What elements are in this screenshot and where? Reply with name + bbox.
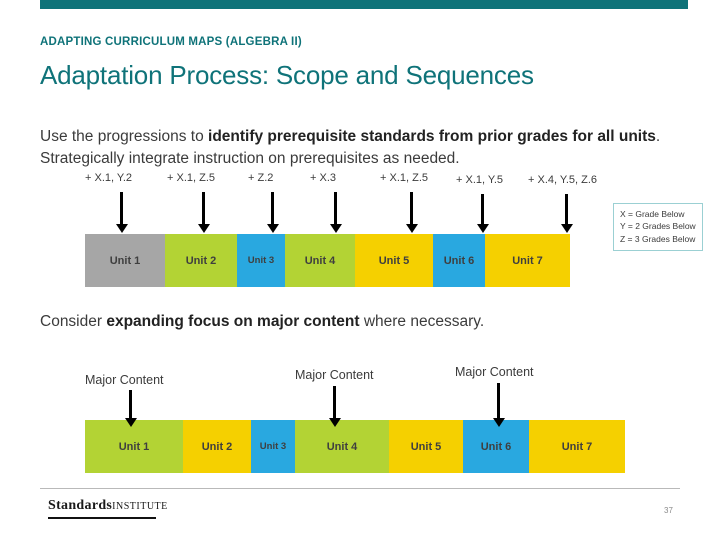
- unit-block: Unit 5: [355, 234, 433, 287]
- down-arrow-icon: [328, 386, 341, 427]
- unit-block: Unit 2: [183, 420, 251, 473]
- unit-block: Unit 3: [251, 420, 295, 473]
- unit-block: Unit 4: [295, 420, 389, 473]
- para2-text-b: where necessary.: [359, 313, 485, 330]
- down-arrow-icon: [124, 390, 137, 427]
- unit-block: Unit 5: [389, 420, 463, 473]
- down-arrow-icon: [115, 192, 128, 233]
- down-arrow-icon: [492, 383, 505, 427]
- legend-item-x: X = Grade Below: [620, 209, 685, 219]
- unit-annotation: + X.1, Y.5: [456, 174, 503, 186]
- unit-block: Unit 7: [529, 420, 625, 473]
- unit-annotation: + X.1, Y.2: [85, 172, 132, 184]
- unit-block: Unit 7: [485, 234, 570, 287]
- unit-annotation: Major Content: [455, 365, 534, 379]
- logo-underline: [48, 517, 156, 519]
- para1-text-a: Use the progressions to: [40, 128, 209, 145]
- para1-text-b: . Strategically integrate instruction on…: [40, 128, 661, 168]
- unit-block: Unit 6: [433, 234, 485, 287]
- footer-divider: [40, 488, 680, 489]
- unit-block: Unit 1: [85, 234, 165, 287]
- unit-block: Unit 2: [165, 234, 237, 287]
- para2-text-a: Consider: [40, 313, 107, 330]
- unit-annotation: Major Content: [85, 373, 164, 387]
- logo-word-institute: INSTITUTE: [112, 501, 168, 512]
- top-accent-bar-gap: [688, 0, 720, 9]
- top-accent-bar: [40, 0, 688, 9]
- unit-annotation: + X.1, Z.5: [167, 172, 215, 184]
- unit-annotation: + X.4, Y.5, Z.6: [528, 174, 598, 186]
- logo-word-standards: Standards: [48, 498, 113, 513]
- legend-box: X = Grade Below Y = 2 Grades Below Z = 3…: [613, 203, 703, 251]
- down-arrow-icon: [405, 192, 418, 233]
- standards-institute-logo: StandardsINSTITUTE: [48, 498, 168, 514]
- unit-annotation: Major Content: [295, 368, 374, 382]
- legend-item-y: Y = 2 Grades Below: [620, 221, 696, 232]
- para2-bold-a: expanding focus on major content: [106, 313, 360, 330]
- page-number: 37: [664, 506, 673, 515]
- down-arrow-icon: [560, 194, 573, 233]
- para1-bold-a: identify prerequisite standards from pri…: [208, 128, 656, 145]
- unit-block: Unit 6: [463, 420, 529, 473]
- unit-annotation: + X.1, Z.5: [380, 172, 428, 184]
- down-arrow-icon: [266, 192, 279, 233]
- unit-block: Unit 1: [85, 420, 183, 473]
- page-title: Adaptation Process: Scope and Sequences: [40, 60, 534, 90]
- body-paragraph-1: Use the progressions to identify prerequ…: [40, 126, 670, 171]
- unit-block: Unit 4: [285, 234, 355, 287]
- down-arrow-icon: [197, 192, 210, 233]
- eyebrow-label: ADAPTING CURRICULUM MAPS (ALGEBRA II): [40, 36, 302, 48]
- unit-annotation: + Z.2: [248, 172, 274, 184]
- legend-item-z: Z = 3 Grades Below: [620, 233, 696, 244]
- body-paragraph-2: Consider expanding focus on major conten…: [40, 313, 670, 331]
- unit-annotation: + X.3: [310, 172, 336, 184]
- down-arrow-icon: [329, 192, 342, 233]
- unit-block: Unit 3: [237, 234, 285, 287]
- down-arrow-icon: [476, 194, 489, 233]
